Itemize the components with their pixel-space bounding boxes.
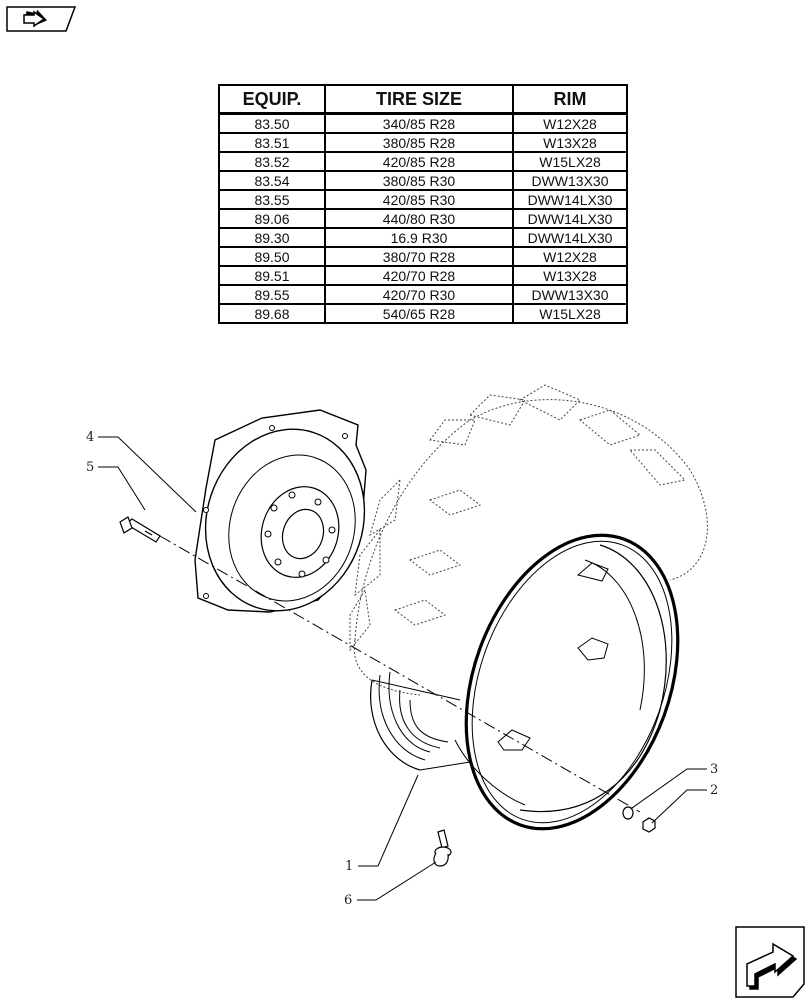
valve-stem: [433, 829, 452, 867]
cell-rim: DWW14LX30: [512, 189, 628, 210]
cell-equip: 89.50: [218, 246, 326, 267]
cell-rim: W12X28: [512, 112, 628, 134]
cell-equip: 89.30: [218, 227, 326, 248]
column-header-rim: RIM: [512, 84, 628, 115]
callout-5: 5: [86, 460, 94, 475]
cell-equip: 83.51: [218, 132, 326, 153]
cell-tire-size: 420/70 R30: [324, 284, 514, 305]
cell-tire-size: 380/70 R28: [324, 246, 514, 267]
cell-rim: DWW13X30: [512, 284, 628, 305]
cell-rim: W13X28: [512, 132, 628, 153]
callout-2: 2: [710, 783, 718, 798]
cell-tire-size: 540/65 R28: [324, 303, 514, 324]
callout-1: 1: [345, 859, 353, 874]
cell-tire-size: 420/70 R28: [324, 265, 514, 286]
rim: [370, 533, 680, 831]
cell-equip: 83.52: [218, 151, 326, 172]
callout-6: 6: [344, 893, 352, 908]
cell-equip: 83.55: [218, 189, 326, 210]
cell-equip: 89.06: [218, 208, 326, 229]
callout-4: 4: [86, 430, 94, 445]
cell-rim: W15LX28: [512, 151, 628, 172]
cell-rim: DWW13X30: [512, 170, 628, 191]
cell-equip: 89.51: [218, 265, 326, 286]
cell-equip: 89.68: [218, 303, 326, 324]
cell-equip: 83.54: [218, 170, 326, 191]
cell-tire-size: 16.9 R30: [324, 227, 514, 248]
tire-outline: [349, 384, 708, 696]
cell-rim: W12X28: [512, 246, 628, 267]
nut: [642, 817, 656, 833]
wheel-center-disc: [194, 409, 367, 613]
column-header-tire-size: TIRE SIZE: [324, 84, 514, 115]
table-header-row: EQUIP. TIRE SIZE RIM: [218, 84, 628, 115]
cell-tire-size: 380/85 R28: [324, 132, 514, 153]
bolt: [119, 516, 161, 543]
cell-tire-size: 440/80 R30: [324, 208, 514, 229]
forward-nav-icon[interactable]: [735, 926, 805, 998]
cell-tire-size: 380/85 R30: [324, 170, 514, 191]
cell-equip: 89.55: [218, 284, 326, 305]
cell-rim: DWW14LX30: [512, 208, 628, 229]
callout-3: 3: [710, 762, 718, 777]
assembly-axis-line: [159, 535, 641, 813]
cell-rim: W15LX28: [512, 303, 628, 324]
cell-tire-size: 420/85 R28: [324, 151, 514, 172]
washer: [622, 806, 634, 820]
cell-rim: DWW14LX30: [512, 227, 628, 248]
cell-rim: W13X28: [512, 265, 628, 286]
back-nav-icon[interactable]: [6, 6, 77, 32]
column-header-equip: EQUIP.: [218, 84, 326, 115]
cell-tire-size: 420/85 R30: [324, 189, 514, 210]
